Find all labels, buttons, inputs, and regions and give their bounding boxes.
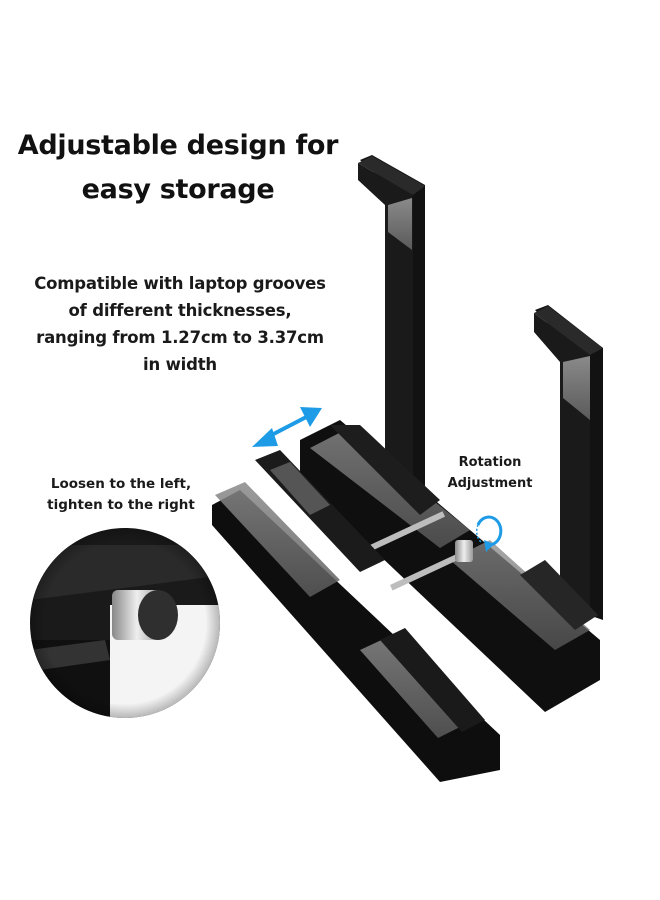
rotate-arrow-icon (475, 515, 503, 552)
headline: Adjustable design for easy storage (0, 124, 356, 212)
rotation-callout-line-2: Adjustment (447, 476, 533, 491)
compat-line-4: in width (143, 355, 217, 374)
compat-line-2: of different thicknesses, (68, 301, 292, 320)
headline-line-2: easy storage (81, 174, 275, 205)
base-left (212, 450, 500, 782)
compat-line-1: Compatible with laptop grooves (34, 274, 326, 293)
knob-callout-line-2: tighten to the right (47, 497, 195, 513)
adjustment-knob (455, 540, 473, 562)
knob-callout-line-1: Loosen to the left, (50, 476, 192, 492)
knob-closeup (30, 528, 220, 718)
rotation-callout-line-1: Rotation (458, 455, 522, 470)
compatibility-description: Compatible with laptop grooves of differ… (0, 270, 360, 378)
upright-left (358, 155, 425, 520)
rotation-callout: Rotation Adjustment (440, 452, 540, 494)
adjustment-rods (370, 511, 466, 591)
double-arrow-icon (252, 407, 322, 447)
knob-callout: Loosen to the left, tighten to the right (36, 474, 206, 516)
headline-line-1: Adjustable design for (17, 130, 339, 161)
compat-line-3: ranging from 1.27cm to 3.37cm (36, 328, 324, 347)
upright-right (534, 305, 603, 620)
